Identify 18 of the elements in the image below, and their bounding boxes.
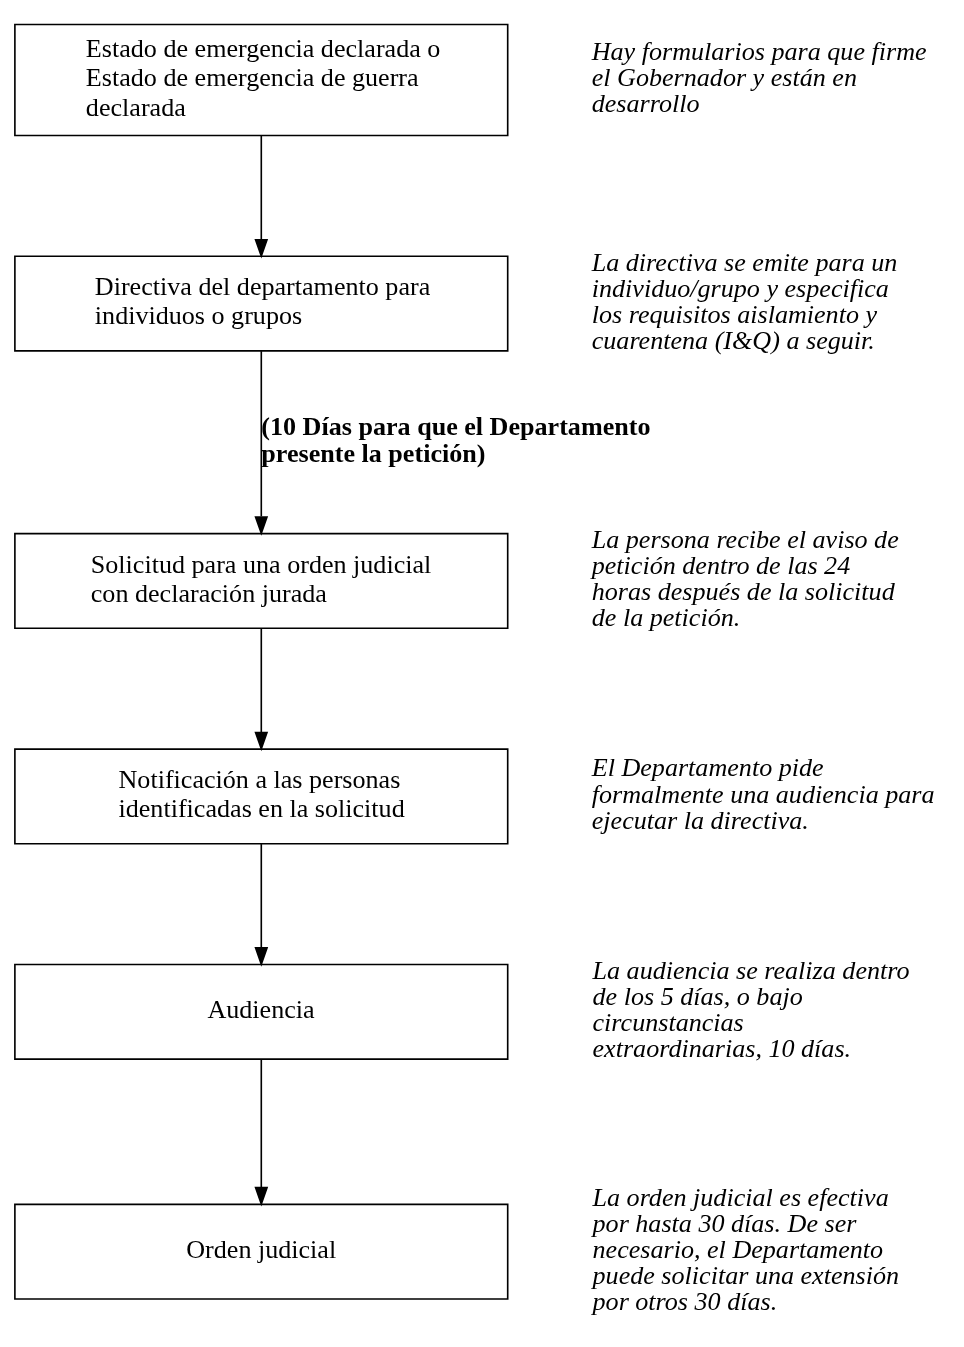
node-box: Orden judicial bbox=[14, 1203, 509, 1300]
node-label: La orden judicial es efectiva por hasta 30 días. De ser necesario, el Departamento puede solicitar una extensión por otros 30 días. bbox=[592, 1182, 900, 1316]
node-box: Solicitud para una orden judicial con declaración jurada bbox=[14, 532, 509, 629]
node-box: Directiva del departamento para individuos o grupos bbox=[14, 254, 509, 352]
edge-label: (10 Días para que el Departamento presente la petición) bbox=[261, 411, 651, 468]
arrow bbox=[254, 134, 269, 258]
node-label: La audiencia se realiza dentro de los 5 días, o bajo circunstancias extraordinarias, 10 días. bbox=[592, 955, 910, 1063]
arrow bbox=[254, 349, 269, 536]
node-box: Audiencia bbox=[14, 963, 509, 1060]
arrow bbox=[254, 1058, 269, 1206]
arrow bbox=[254, 627, 269, 751]
node-label: Hay formularios para que firme el Gobernador y están en desarrollo bbox=[591, 36, 927, 118]
node-label: La directiva se emite para un individuo/grupo y especifica los requisitos aislamiento y cuarentena (I&Q) a seguir. bbox=[591, 247, 898, 355]
node-label: La persona recibe el aviso de petición dentro de las 24 horas después de la solicitud de la petición. bbox=[591, 524, 899, 632]
node-label: El Departamento pide formalmente una audiencia para ejecutar la directiva. bbox=[591, 752, 935, 835]
arrow bbox=[254, 842, 269, 967]
node-box: Notificación a las personas identificadas en la solicitud bbox=[14, 747, 509, 845]
node-box: Estado de emergencia declarada o Estado de emergencia de guerra declarada bbox=[14, 23, 509, 136]
